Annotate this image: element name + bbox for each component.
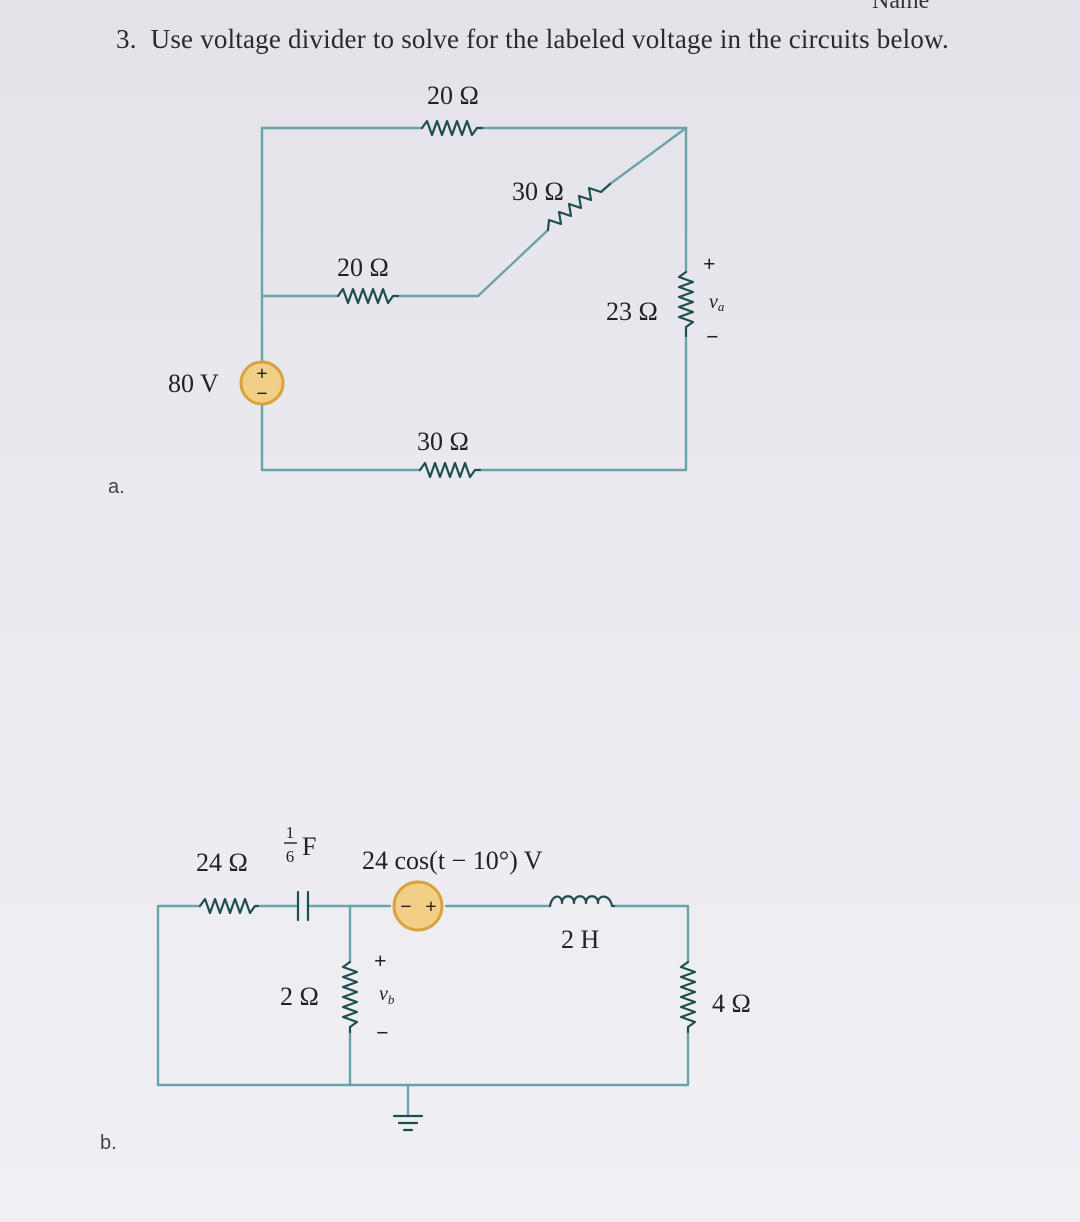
label-b-inductor: 2 H [561,925,600,954]
wire-a-diagonal-upper [608,126,688,186]
capacitor-unit: F [302,832,316,861]
wire-a-right-lower [478,334,688,472]
label-b-resistor-middle: 2 Ω [280,982,319,1011]
label-a-resistor-diagonal: 30 Ω [512,177,564,206]
resistor-b-right [679,960,697,1034]
circuit-a: + − 20 Ω 30 Ω 20 Ω 23 Ω 30 Ω 80 V + va − [168,81,725,479]
capacitor-denominator: 6 [286,847,295,866]
output-a-plus: + [703,251,716,276]
label-b-resistor-right: 4 Ω [712,989,751,1018]
resistor-a-diagonal [546,182,612,232]
name-field-label: Name [872,0,930,14]
label-a-source: 80 V [168,369,219,398]
wire-b-inductor-right [612,904,690,964]
output-b-minus: − [376,1020,389,1045]
output-a-minus: − [706,324,719,349]
output-b-label: vb [379,983,395,1007]
resistor-b-middle [341,960,359,1034]
inductor-b [548,895,616,908]
label-b-capacitor: 1 6 F [284,823,316,866]
label-a-resistor-bottom: 30 Ω [417,427,469,456]
wire-a-bottom-left [260,402,422,472]
source-a-minus: − [256,383,267,405]
question-number: 3. [116,24,137,54]
output-b-plus: + [374,948,387,973]
part-b-label: b. [100,1132,117,1154]
source-b-minus: − [400,896,411,918]
question-text: Use voltage divider to solve for the lab… [150,24,949,54]
capacitor-b [296,890,310,922]
label-a-resistor-top: 20 Ω [427,81,479,110]
ground-icon [392,1114,424,1132]
source-b-plus: + [425,896,436,918]
resistor-a-top [420,119,484,137]
label-b-source: 24 cos(t − 10°) V [362,846,543,875]
circuit-b: − + 24 Ω 1 6 F 24 cos(t − 10°) V 2 H 2 Ω… [156,823,751,1132]
label-a-resistor-middle: 20 Ω [337,253,389,282]
resistor-a-right [677,270,695,338]
voltage-source-b [392,880,444,932]
resistor-a-bottom [418,461,482,479]
capacitor-numerator: 1 [286,823,295,842]
source-a-plus: + [256,363,267,385]
output-a-label: va [709,291,725,314]
wire-a-top-left [260,126,424,364]
voltage-source-a [239,360,285,406]
label-b-resistor-left: 24 Ω [196,848,248,877]
wire-a-diagonal-lower [476,228,550,298]
label-a-resistor-right: 23 Ω [606,297,658,326]
wire-b-left-top [156,904,202,1087]
wire-b-right-lower [156,1030,690,1087]
resistor-b-left [198,897,260,915]
part-a-label: a. [108,476,125,498]
question-3: 3. Use voltage divider to solve for the l… [116,24,949,55]
resistor-a-middle [336,287,400,305]
